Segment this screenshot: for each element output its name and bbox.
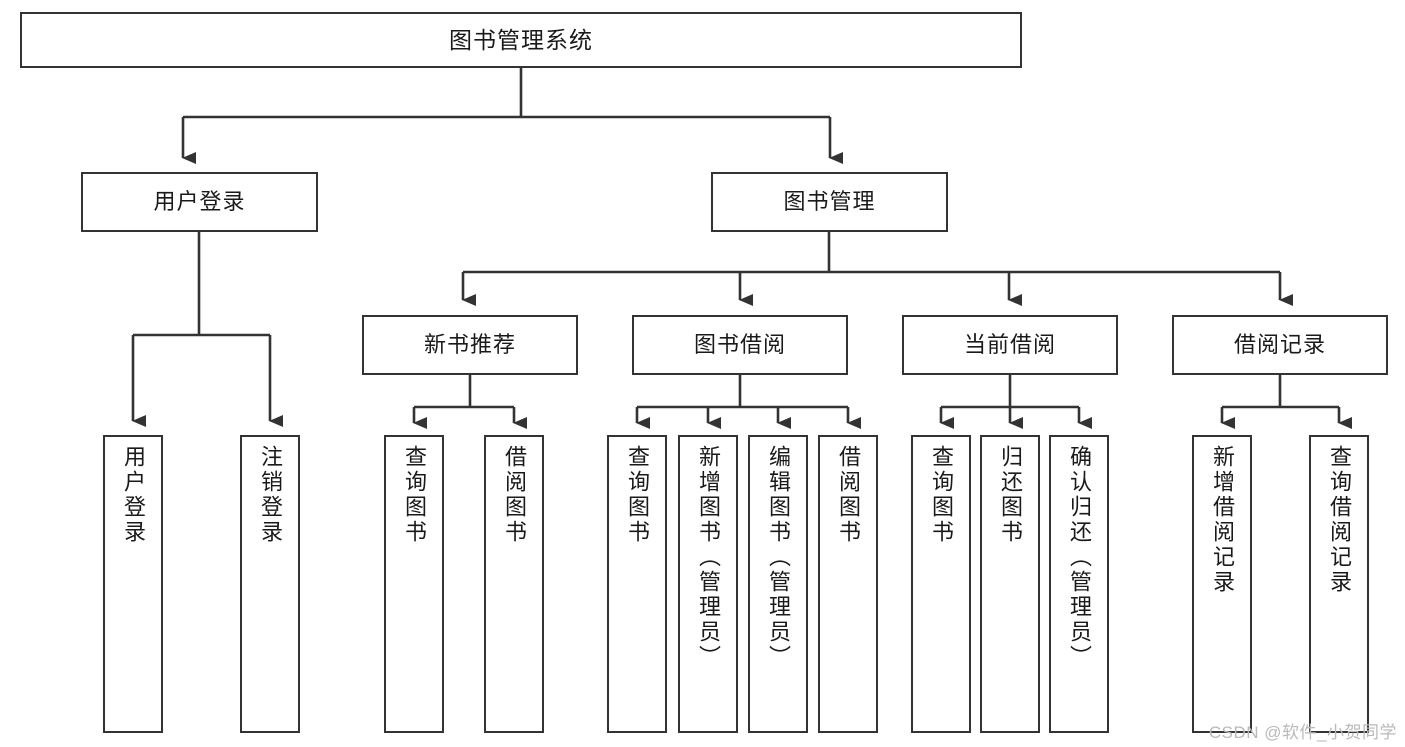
leaf-borrow-borrow-book[interactable]: 借阅图书 [818,435,878,733]
node-label: 用户登录 [121,445,146,545]
node-label: 新增借阅记录 [1210,445,1235,595]
node-book-management[interactable]: 图书管理 [711,172,948,232]
leaf-borrow-query-book[interactable]: 查询图书 [607,435,667,733]
node-user-login[interactable]: 用户登录 [81,172,318,232]
node-label: 借阅图书 [836,445,861,545]
leaf-borrow-add-book-admin[interactable]: 新增图书（管理员） [678,435,738,733]
leaf-user-login-logout[interactable]: 注销登录 [240,435,300,733]
node-borrow-records[interactable]: 借阅记录 [1172,315,1388,375]
leaf-current-query-book[interactable]: 查询图书 [911,435,971,733]
leaf-recommend-borrow-book[interactable]: 借阅图书 [484,435,544,733]
node-new-book-recommend[interactable]: 新书推荐 [362,315,578,375]
node-label: 图书借阅 [693,332,786,358]
leaf-borrow-edit-book-admin[interactable]: 编辑图书（管理员） [748,435,808,733]
node-label: 编辑图书（管理员） [766,445,791,670]
node-label: 查询图书 [402,445,427,545]
node-current-borrow[interactable]: 当前借阅 [902,315,1118,375]
node-label: 归还图书 [998,445,1023,545]
node-book-borrow[interactable]: 图书借阅 [632,315,848,375]
node-label: 用户登录 [153,189,246,215]
leaf-records-add-record[interactable]: 新增借阅记录 [1192,435,1252,733]
leaf-user-login-login[interactable]: 用户登录 [103,435,163,733]
leaf-current-return-book[interactable]: 归还图书 [980,435,1040,733]
node-label: 新书推荐 [423,332,516,358]
node-label: 图书管理 [783,189,876,215]
watermark: CSDN @软件_小贺同学 [1208,723,1397,742]
node-label: 借阅记录 [1233,332,1326,358]
node-label: 新增图书（管理员） [696,445,721,670]
node-label: 查询图书 [929,445,954,545]
node-label: 注销登录 [258,445,283,545]
leaf-current-confirm-return-admin[interactable]: 确认归还（管理员） [1049,435,1109,733]
leaf-recommend-query-book[interactable]: 查询图书 [384,435,444,733]
node-label: 图书管理系统 [449,26,593,53]
node-label: 当前借阅 [963,332,1056,358]
node-label: 确认归还（管理员） [1067,445,1092,670]
leaf-records-query-record[interactable]: 查询借阅记录 [1309,435,1369,733]
node-label: 查询借阅记录 [1327,445,1352,595]
node-label: 查询图书 [625,445,650,545]
node-root-system[interactable]: 图书管理系统 [20,12,1022,68]
node-label: 借阅图书 [502,445,527,545]
